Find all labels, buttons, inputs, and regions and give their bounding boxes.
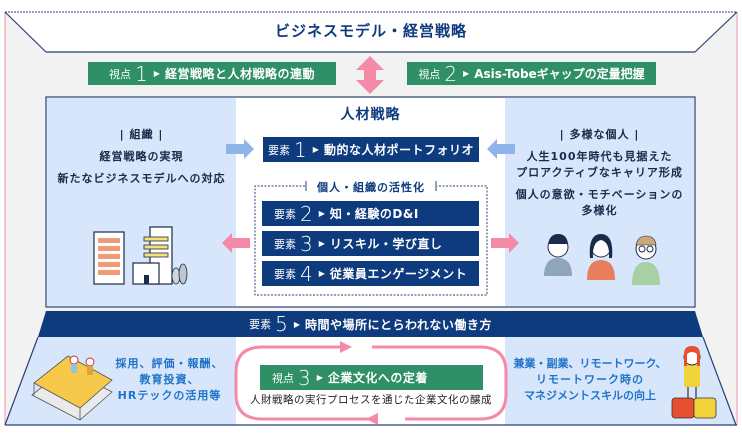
viewpoint-2-box: 視点 2 ▶ Asis-Tobeギャップの定量把握 bbox=[406, 61, 657, 86]
element-text: 時間や場所にとらわれない働き方 bbox=[304, 317, 492, 332]
viewpoint-label: 視点 bbox=[109, 67, 132, 81]
activation-group-label: 個人・組織の活性化 bbox=[317, 181, 425, 194]
bottom-left-text: 採用、評価・報酬、 教育投資、 HRテックの活用等 bbox=[112, 356, 227, 404]
people-illustration bbox=[544, 234, 660, 285]
element-number: 1 bbox=[294, 137, 307, 162]
element-label: 要素 bbox=[274, 237, 296, 251]
business-model-title: ビジネスモデル・経営戦略 bbox=[274, 22, 467, 40]
individual-line: プロアクティブなキャリア形成 bbox=[516, 166, 683, 179]
element-label: 要素 bbox=[249, 318, 272, 331]
viewpoint-text: 経営戦略と人材戦略の連動 bbox=[164, 67, 315, 81]
triangle-right-icon: ▶ bbox=[318, 209, 325, 218]
element-number: 3 bbox=[300, 231, 313, 256]
bottom-left-line: HRテックの活用等 bbox=[117, 389, 222, 402]
element-4-box: 要素 4 ▶ 従業員エンゲージメント bbox=[262, 261, 479, 286]
loop-arrow-left-icon bbox=[366, 413, 378, 425]
business-model-banner bbox=[5, 12, 737, 52]
organization-heading: | 組織 | bbox=[119, 128, 164, 141]
individual-heading: | 多様な個人 | bbox=[559, 128, 640, 141]
activation-group-frame bbox=[254, 185, 488, 296]
triangle-right-icon: ▶ bbox=[312, 145, 319, 154]
bottom-left-line: 採用、評価・報酬、 bbox=[115, 357, 224, 370]
organization-text: | 組織 | 経営戦略の実現 新たなビジネスモデルへの対応 bbox=[47, 127, 236, 187]
triangle-right-icon: ▶ bbox=[293, 319, 300, 329]
buildings-illustration bbox=[93, 226, 188, 285]
element-1-box: 要素 1 ▶ 動的な人材ポートフォリオ bbox=[263, 137, 479, 162]
element-number: 5 bbox=[275, 312, 288, 336]
loop-arrow-right-icon bbox=[340, 341, 352, 353]
element-label: 要素 bbox=[274, 267, 296, 281]
arrow-right-pink-icon bbox=[491, 233, 519, 253]
viewpoint-text: 企業文化への定着 bbox=[327, 371, 428, 385]
career-book-illustration bbox=[31, 355, 113, 421]
bottom-right-line: マネジメントスキルの向上 bbox=[524, 389, 656, 402]
viewpoint-3-subtext: 人財戦略の実行プロセスを通じた企業文化の醸成 bbox=[250, 394, 492, 406]
viewpoint-label: 視点 bbox=[272, 371, 294, 385]
double-arrow-icon bbox=[356, 56, 384, 94]
element-2-box: 要素 2 ▶ 知・経験のD&I bbox=[262, 201, 479, 226]
organization-line: 経営戦略の実現 bbox=[99, 150, 184, 163]
viewpoint-number: 3 bbox=[298, 365, 311, 390]
bottom-right-line: リモートワーク時の bbox=[536, 373, 644, 386]
triangle-right-icon: ▶ bbox=[318, 269, 325, 278]
viewpoint-text: Asis-Tobeギャップの定量把握 bbox=[474, 67, 645, 81]
hr-strategy-title: 人材戦略 bbox=[340, 107, 401, 123]
viewpoint-3-box: 視点 3 ▶ 企業文化への定着 bbox=[260, 365, 483, 390]
triangle-right-icon: ▶ bbox=[153, 69, 160, 78]
culture-loop bbox=[234, 345, 508, 421]
viewpoint-1-box: 視点 1 ▶ 経営戦略と人材戦略の連動 bbox=[87, 61, 337, 86]
element-number: 4 bbox=[300, 261, 313, 286]
side-job-illustration bbox=[671, 346, 717, 419]
viewpoint-number: 1 bbox=[135, 61, 148, 86]
element-text: 動的な人材ポートフォリオ bbox=[323, 143, 474, 157]
element-number: 2 bbox=[300, 201, 313, 226]
individual-text: | 多様な個人 | 人生100年時代も見据えた プロアクティブなキャリア形成 個… bbox=[505, 127, 694, 219]
individual-line: 多様化 bbox=[581, 204, 618, 217]
bottom-right-line: 兼業・副業、リモートワーク、 bbox=[513, 357, 667, 370]
viewpoint-label: 視点 bbox=[418, 67, 441, 81]
element-5-label: 要素 5 ▶ 時間や場所にとらわれない働き方 bbox=[38, 311, 703, 337]
bottom-left-line: 教育投資、 bbox=[139, 373, 200, 386]
arrow-left-pink-icon bbox=[222, 233, 250, 253]
viewpoint-number: 2 bbox=[444, 61, 458, 86]
individual-line: 人生100年時代も見据えた bbox=[526, 150, 673, 163]
triangle-right-icon: ▶ bbox=[463, 69, 470, 78]
element-label: 要素 bbox=[268, 143, 291, 157]
element-text: 従業員エンゲージメント bbox=[329, 267, 468, 281]
arrow-right-icon bbox=[226, 139, 254, 159]
arrow-left-icon bbox=[487, 139, 515, 159]
element-text: 知・経験のD&I bbox=[329, 207, 419, 221]
individual-line: 個人の意欲・モチベーションの bbox=[515, 188, 684, 201]
element-label: 要素 bbox=[274, 207, 296, 221]
element-text: リスキル・学び直し bbox=[329, 237, 443, 251]
organization-line: 新たなビジネスモデルへの対応 bbox=[57, 172, 226, 185]
triangle-right-icon: ▶ bbox=[316, 373, 323, 382]
bottom-right-text: 兼業・副業、リモートワーク、 リモートワーク時の マネジメントスキルの向上 bbox=[510, 356, 670, 404]
element-3-box: 要素 3 ▶ リスキル・学び直し bbox=[262, 231, 479, 256]
element5-band bbox=[38, 311, 703, 337]
triangle-right-icon: ▶ bbox=[318, 239, 325, 248]
